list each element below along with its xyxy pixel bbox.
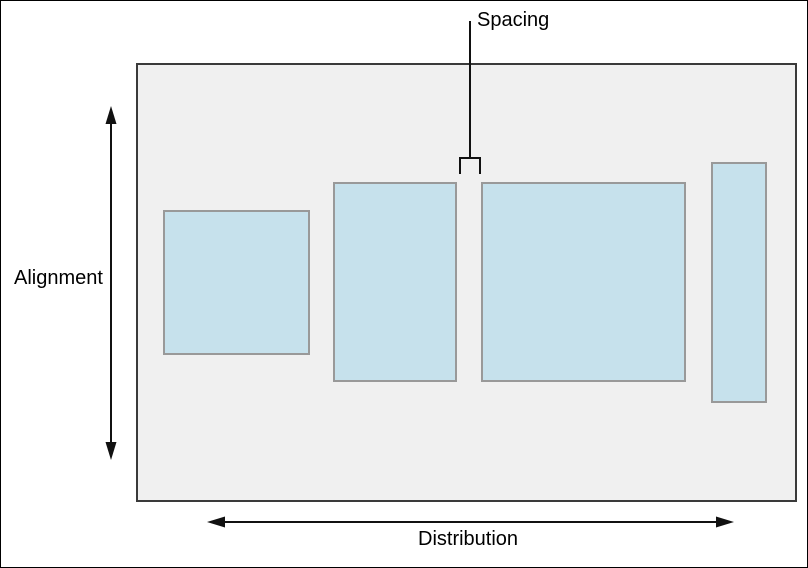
alignment-arrow-head-up [105,106,117,124]
layout-box-3 [481,182,686,382]
alignment-label: Alignment [14,267,103,289]
distribution-arrow-head-left [207,516,225,528]
distribution-arrow [207,516,734,528]
distribution-arrow-head-right [716,516,734,528]
layout-box-1 [163,210,310,355]
alignment-arrow [105,106,117,460]
alignment-arrow-head-down [105,442,117,460]
distribution-label: Distribution [418,528,519,550]
spacing-label: Spacing [477,9,550,31]
layout-box-2 [333,182,457,382]
layout-box-4 [711,162,767,403]
